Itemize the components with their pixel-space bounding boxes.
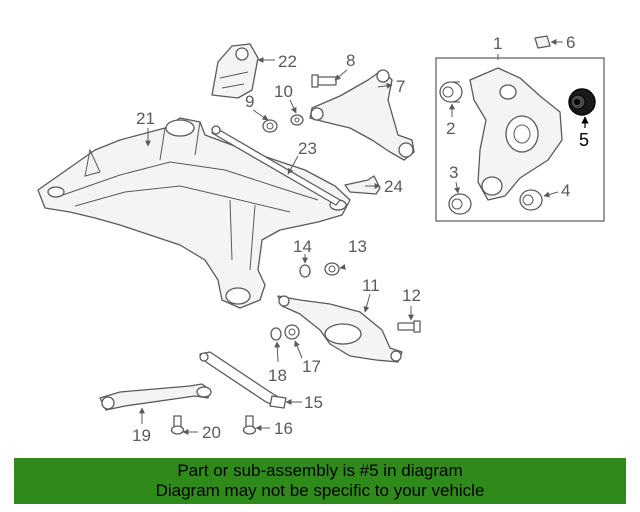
label-1[interactable]: 1 xyxy=(493,34,502,53)
label-8[interactable]: 8 xyxy=(346,51,355,70)
leader-lines xyxy=(139,39,589,435)
link-19-part[interactable] xyxy=(99,383,212,411)
label-5[interactable]: 5 xyxy=(579,130,589,150)
cap-6-part[interactable] xyxy=(534,35,551,49)
link-15-part[interactable] xyxy=(199,351,287,409)
label-20[interactable]: 20 xyxy=(202,423,221,442)
label-9[interactable]: 9 xyxy=(245,92,254,111)
bolt-16-part[interactable] xyxy=(242,415,257,435)
label-10[interactable]: 10 xyxy=(274,82,293,101)
label-22[interactable]: 22 xyxy=(278,52,297,71)
upper-arm-part[interactable] xyxy=(309,69,415,161)
label-6[interactable]: 6 xyxy=(566,33,575,52)
washer-10-part[interactable] xyxy=(290,114,304,126)
parts-diagram: 1 6 2 3 4 5 7 8 9 10 22 21 23 24 14 13 1… xyxy=(37,33,605,445)
label-16[interactable]: 16 xyxy=(274,419,293,438)
knuckle-part[interactable] xyxy=(469,67,563,201)
label-21[interactable]: 21 xyxy=(136,109,155,128)
label-24[interactable]: 24 xyxy=(384,177,403,196)
label-14[interactable]: 14 xyxy=(293,237,312,256)
banner-line-1: Part or sub-assembly is #5 in diagram xyxy=(177,461,463,480)
bushing-4-part[interactable] xyxy=(519,189,543,211)
label-15[interactable]: 15 xyxy=(304,393,323,412)
lower-arm-part[interactable] xyxy=(277,295,403,363)
label-3[interactable]: 3 xyxy=(449,163,458,182)
info-banner: Part or sub-assembly is #5 in diagram Di… xyxy=(14,458,626,504)
part-labels: 1 6 2 3 4 5 7 8 9 10 22 21 23 24 14 13 1… xyxy=(132,33,589,445)
bracket-24-part[interactable] xyxy=(344,175,381,195)
bracket-part[interactable] xyxy=(211,43,259,99)
bushing-5-part[interactable] xyxy=(568,88,596,116)
label-18[interactable]: 18 xyxy=(268,366,287,385)
washer-18-part[interactable] xyxy=(270,327,282,341)
nut-9-part[interactable] xyxy=(262,119,278,133)
label-2[interactable]: 2 xyxy=(446,119,455,138)
bushing-17-part[interactable] xyxy=(284,324,300,340)
bushing-3-part[interactable] xyxy=(448,193,472,215)
label-19[interactable]: 19 xyxy=(132,426,151,445)
washer-14-part[interactable] xyxy=(299,264,311,278)
bolt-8-part[interactable] xyxy=(311,74,337,88)
banner-line-2: Diagram may not be specific to your vehi… xyxy=(155,481,485,500)
label-11[interactable]: 11 xyxy=(362,276,380,295)
rod-23-part[interactable] xyxy=(211,125,341,206)
bolt-12-part[interactable] xyxy=(397,320,421,333)
label-13[interactable]: 13 xyxy=(348,237,367,256)
label-7[interactable]: 7 xyxy=(396,77,405,96)
label-17[interactable]: 17 xyxy=(302,357,321,376)
label-23[interactable]: 23 xyxy=(298,139,317,158)
label-12[interactable]: 12 xyxy=(402,286,421,305)
nut-13-part[interactable] xyxy=(324,262,340,276)
bushing-2-part[interactable] xyxy=(439,81,463,103)
bolt-20-part[interactable] xyxy=(170,415,185,435)
label-4[interactable]: 4 xyxy=(561,181,570,200)
